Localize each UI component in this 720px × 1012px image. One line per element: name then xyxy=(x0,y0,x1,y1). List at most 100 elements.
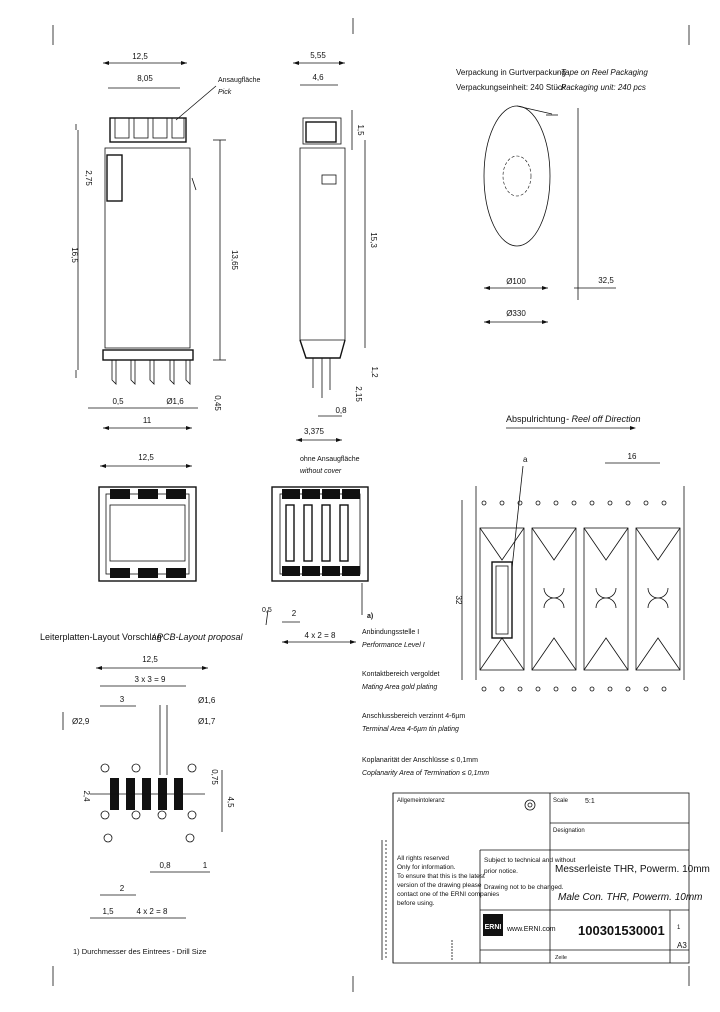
packaging: Verpackung in Gurtverpackung - Tape on R… xyxy=(456,68,648,324)
scale-label: Scale xyxy=(553,798,569,804)
packaging-dim-reel: Ø330 xyxy=(506,309,526,318)
reel-off-marker: a xyxy=(523,455,528,464)
pcb-dim-pitch: 3 x 3 = 9 xyxy=(135,675,166,684)
end-tail-c: 3,375 xyxy=(304,427,325,436)
rights-4: version of the drawing please xyxy=(397,882,482,889)
side-width-total: 12,5 xyxy=(132,52,148,61)
rights-3: To ensure that this is the latest xyxy=(397,873,485,880)
reel-off-title-de: Abspulrichtung xyxy=(506,414,566,424)
reel-off-height: 32 xyxy=(454,596,463,605)
subject-2: prior notice. xyxy=(484,868,518,875)
pcb-dim-a: Ø1,6 xyxy=(198,696,216,705)
general-tol: Allgemeintoleranz xyxy=(397,798,445,804)
marker-a: a) xyxy=(367,613,373,620)
pcb-dim-bottom-1: 1 xyxy=(203,861,208,870)
side-height-c: 13,65 xyxy=(230,250,239,271)
pcb-dim-3: 3 xyxy=(120,695,125,704)
side-width-bottom: 11 xyxy=(143,416,152,425)
without-cover-en: without cover xyxy=(300,468,342,475)
reel-off-pitch: 16 xyxy=(628,452,637,461)
spec-0-de: Kontaktbereich vergoldet xyxy=(362,671,439,678)
side-height-b: 16,5 xyxy=(70,247,79,263)
spec-2-en: Coplanarity Area of Termination ≤ 0,1mm xyxy=(362,770,489,777)
side-pin-dia: Ø1,6 xyxy=(166,397,184,406)
scale-value: 5:1 xyxy=(585,798,595,805)
top-view-with-cover: 12,5 xyxy=(98,453,197,582)
pcb-dim-bottom-pitch: 4 x 2 = 8 xyxy=(137,907,168,916)
subject-3: Drawing not to be changed. xyxy=(484,884,564,891)
end-height-c: 1,2 xyxy=(370,366,379,378)
pcb-dim-24: 2,4 xyxy=(82,790,91,802)
end-height-b: 15,3 xyxy=(369,232,378,248)
pcb-footnote: 1) Durchmesser des Eintrees - Drill Size xyxy=(73,947,206,956)
tape-pockets xyxy=(479,527,681,671)
orientation-de: Anbindungsstelle I xyxy=(362,629,419,636)
pcb-dim-075: 0,75 xyxy=(210,769,219,785)
end-tail-b: 0,8 xyxy=(335,406,347,415)
packaging-line1-en: - Tape on Reel Packaging xyxy=(556,68,648,77)
pcb-title-de: Leiterplatten-Layout Vorschlag xyxy=(40,632,162,642)
side-pin-offset: 0,45 xyxy=(213,395,222,411)
side-height-a: 2,75 xyxy=(84,170,93,186)
pcb-dim-b: Ø2,9 xyxy=(72,717,90,726)
spec-0-en: Mating Area gold plating xyxy=(362,684,437,691)
end-width-inner: 4,6 xyxy=(312,73,324,82)
top-width: 12,5 xyxy=(138,453,154,462)
end-height-a: 1,5 xyxy=(356,124,365,136)
erni-logo-text: ERNI xyxy=(485,924,502,931)
pitch-small: 2 xyxy=(292,609,297,618)
tape-holes-bottom xyxy=(481,686,667,692)
pcb-dim-c: Ø1,7 xyxy=(198,717,216,726)
spec-1-en: Terminal Area 4-6µm tin plating xyxy=(362,726,459,733)
side-05-label: 0,5 xyxy=(262,607,272,614)
sheet-number: 1 xyxy=(677,925,681,931)
orientation-en: Performance Level I xyxy=(362,642,425,649)
sheet-size: A3 xyxy=(677,941,687,950)
pitch-total: 4 x 2 = 8 xyxy=(305,631,336,640)
title-block: Allgemeintoleranz Scale 5:1 Designation … xyxy=(381,792,710,964)
designation-label: Designation xyxy=(553,828,585,834)
part-number: 100301530001 xyxy=(578,923,665,938)
suction-label-en: Pick xyxy=(218,89,232,96)
rights-6: before using. xyxy=(397,900,435,907)
reel-off: Abspulrichtung - Reel off Direction 16 a… xyxy=(454,414,685,692)
side-pitch-small: 0,5 xyxy=(112,397,124,406)
side-width-inner: 8,05 xyxy=(137,74,153,83)
top-view-without-cover: ohne Ansaugfläche without cover 0,5 2 4 … xyxy=(262,456,425,649)
spec-2-de: Koplanarität der Anschlüsse ≤ 0,1mm xyxy=(362,757,478,764)
rights-5: contact one of the ERNI companies xyxy=(397,891,500,898)
spec-notes: Kontaktbereich vergoldet Mating Area gol… xyxy=(362,671,489,777)
side-view: 12,5 8,05 Ansaugfläche Pick 13,65 16,5 2… xyxy=(70,52,261,430)
product-name-de: Messerleiste THR, Powerm. 10mm xyxy=(555,864,710,875)
pcb-layout: Leiterplatten-Layout Vorschlag / PCB-Lay… xyxy=(40,632,244,956)
pcb-dim-bottom-15: 1,5 xyxy=(102,907,114,916)
rights-1: All rights reserved xyxy=(397,855,449,862)
pcb-title-en: / PCB-Layout proposal xyxy=(151,632,244,642)
packaging-line1-de: Verpackung in Gurtverpackung xyxy=(456,68,566,77)
erni-logo-icon xyxy=(483,914,503,936)
pcb-dim-bottom-2: 2 xyxy=(120,884,125,893)
suction-label-de: Ansaugfläche xyxy=(218,77,261,84)
product-name-en: Male Con. THR, Powerm. 10mm xyxy=(558,892,702,903)
end-tail-a: 2,15 xyxy=(354,386,363,402)
end-view: 5,55 4,6 1,5 15,3 1,2 2,15 0,8 3,375 xyxy=(293,51,379,442)
packaging-dim-width: 32,5 xyxy=(598,276,614,285)
end-width-total: 5,55 xyxy=(310,51,326,60)
packaging-line2-en: - Packaging unit: 240 pcs xyxy=(556,83,646,92)
packaging-line2-de: Verpackungseinheit: 240 Stück xyxy=(456,83,567,92)
packaging-dim-hub: Ø100 xyxy=(506,277,526,286)
pcb-dim-45: 4,5 xyxy=(226,796,235,808)
corner-marks xyxy=(52,18,690,992)
subject-1: Subject to technical and without xyxy=(484,857,576,864)
website: www.ERNI.com xyxy=(506,926,556,933)
pcb-dim-bottom-08: 0,8 xyxy=(159,861,171,870)
tape-holes-top xyxy=(481,500,667,506)
rights-2: Only for information. xyxy=(397,864,456,871)
spec-1-de: Anschlussbereich verzinnt 4-6µm xyxy=(362,713,465,720)
revision-strips xyxy=(381,840,453,960)
pcb-dim-total: 12,5 xyxy=(142,655,158,664)
format-label: Zeile xyxy=(555,955,567,961)
reel-off-title-en: - Reel off Direction xyxy=(566,414,641,424)
without-cover-de: ohne Ansaugfläche xyxy=(300,456,360,463)
